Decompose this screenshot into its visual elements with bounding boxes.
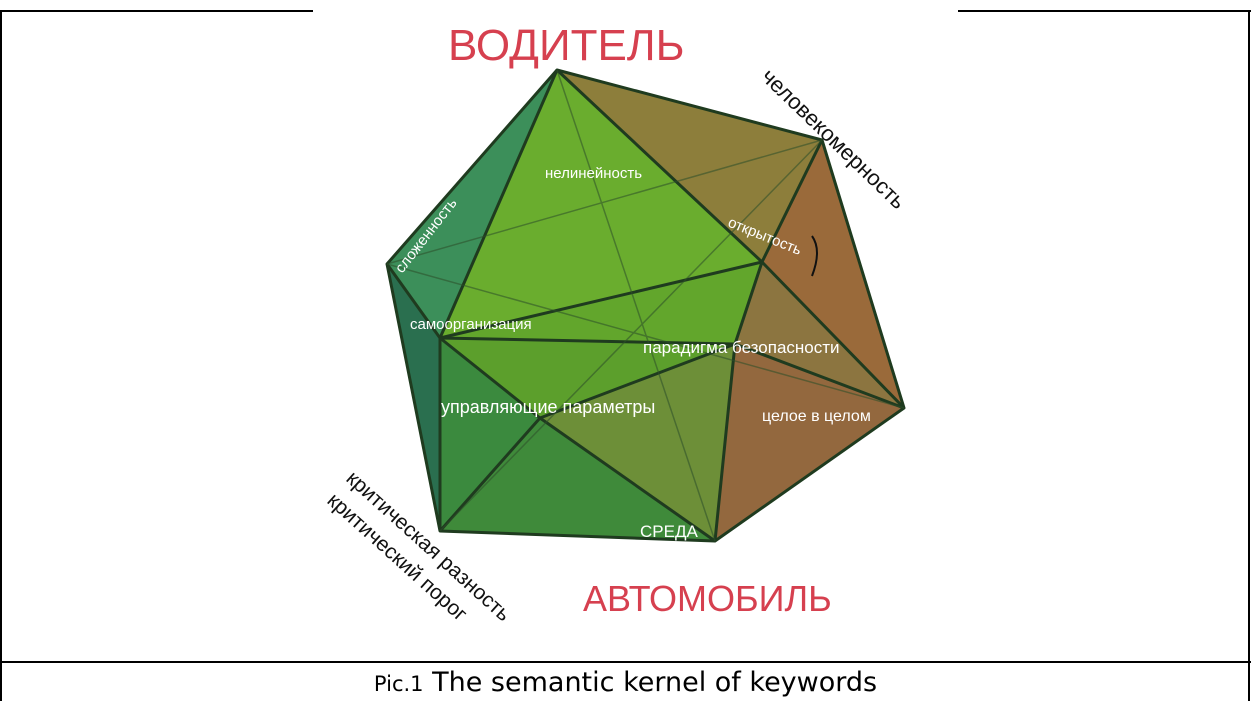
label-driver: ВОДИТЕЛЬ [448, 21, 685, 70]
label-automobile: АВТОМОБИЛЬ [583, 578, 832, 619]
label-whole-in-whole: целое в целом [762, 408, 871, 425]
icosahedron-right-faces [540, 70, 904, 541]
brace-mark [811, 235, 818, 277]
caption-prefix: Pic.1 [373, 672, 424, 696]
separator-line-inner [313, 661, 958, 663]
figure-caption: Pic.1 The semantic kernel of keywords [0, 664, 1251, 701]
caption-text: The semantic kernel of keywords [423, 667, 878, 698]
label-control-parameters: управляющие параметры [441, 397, 655, 417]
right-border-line [1248, 10, 1250, 701]
top-border-line [0, 10, 313, 12]
label-environment: СРЕДА [640, 522, 698, 541]
label-safety-paradigm: парадигма безопасности [643, 338, 840, 357]
label-nonlinearity: нелинейность [545, 165, 642, 182]
top-border-line-right [958, 10, 1251, 12]
left-border-line [0, 10, 2, 701]
hidden-edges [386, 69, 905, 542]
label-selforganization: самоорганизация [410, 316, 532, 333]
